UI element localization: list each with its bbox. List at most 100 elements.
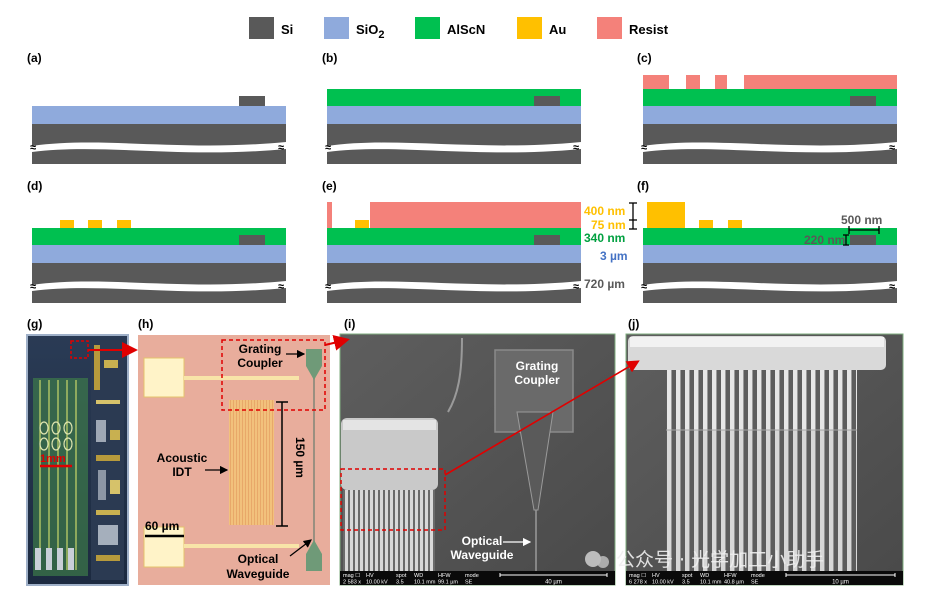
watermark: 公众号 · 光学加工小助手: [585, 549, 824, 571]
panel-label-f: (f): [637, 179, 649, 193]
legend-label-alscn: AlScN: [447, 22, 485, 37]
optical-bus-bottom: [184, 544, 299, 548]
semBarJ-header-5: mode: [751, 573, 765, 579]
stack-c-si-wave-upper: [643, 140, 897, 146]
stack-d-si-lower: [32, 288, 286, 303]
panel-label-h: (h): [138, 317, 153, 331]
stack-e-si-upper: [327, 263, 581, 279]
stack-f-au-1: [728, 220, 742, 228]
panel-labels: (a) (b) (c) (d) (e) (f) (g) (h) (i) (j): [27, 51, 652, 331]
stack-b-si-lower: [327, 149, 581, 164]
stack-e-resist-1: [370, 202, 581, 228]
sem-i-electrode-block: [341, 418, 438, 490]
stack-f: ≈≈: [641, 202, 897, 303]
stack-d-si-upper: [32, 263, 286, 279]
legend: Si SiO2 AlScN Au Resist: [249, 17, 669, 41]
chip-photo-border: [26, 334, 129, 586]
stack-b-break-left: ≈: [325, 142, 331, 154]
chip-device-region: [33, 378, 88, 576]
legend-label-au: Au: [549, 22, 566, 37]
optical-grating-dash-box: [221, 339, 326, 411]
semBarI-value-1: 10.00 kV: [366, 580, 388, 586]
semBarI-header-4: HFW: [438, 573, 451, 579]
wechat-icon: [585, 551, 601, 567]
optical-grating-bottom: [306, 540, 322, 571]
thickness-label-au: 400 nm: [584, 204, 625, 218]
thickness-label-sio2: 3 µm: [600, 249, 628, 263]
stack-f-si-core-top: [850, 235, 876, 245]
optical-bus-top: [184, 376, 299, 380]
stack-c-alscn: [643, 89, 897, 106]
chip-photo: 1mm: [26, 334, 129, 586]
stack-e-au-0: [355, 220, 369, 228]
stack-e: ≈≈: [325, 202, 581, 303]
watermark-text: 公众号 · 光学加工小助手: [616, 549, 824, 571]
semBarJ-header-1: HV: [652, 573, 660, 579]
optical-pad-top: [143, 357, 185, 398]
stack-e-resist-0: [327, 202, 332, 228]
panel-label-b: (b): [322, 51, 337, 65]
sem-i-bend-waveguide: [447, 337, 463, 413]
sem-j-electrode-shine: [630, 337, 884, 347]
stack-e-sio2: [327, 245, 581, 263]
stack-d-si-wave-upper: [32, 279, 286, 285]
panel-label-c: (c): [637, 51, 652, 65]
thickness-label-si: 720 µm: [584, 277, 625, 291]
semBarJ-header-2: spot: [682, 573, 693, 579]
semBarI-header-1: HV: [366, 573, 374, 579]
semBarI-header-3: WD: [414, 573, 423, 579]
stack-e-alscn: [327, 228, 581, 245]
semBarJ-header-3: WD: [700, 573, 709, 579]
semBarJ-scale-label: 10 µm: [832, 580, 849, 586]
stack-f-break-left: ≈: [641, 281, 647, 293]
panel-label-i: (i): [344, 317, 355, 331]
stack-e-si-lower: [327, 288, 581, 303]
semBarI-value-2: 3.5: [396, 580, 404, 586]
stack-f-si-upper: [643, 263, 897, 279]
chip-waveguide-lanes: [39, 380, 77, 570]
chip-bottom-pads: [35, 548, 74, 570]
panel-label-a: (a): [27, 51, 42, 65]
sem-i-taper: [516, 411, 554, 511]
stack-f-au-0: [699, 220, 713, 228]
semBarJ-value-4: 40.8 µm: [724, 580, 744, 586]
width-label-500nm: 500 nm: [841, 213, 882, 227]
stack-f-break-right: ≈: [889, 281, 895, 293]
stack-f-si-wave-upper: [643, 279, 897, 285]
stack-e-si-core-top: [534, 235, 560, 245]
optical-waveguide-arrow: [289, 539, 312, 557]
chip-right-circuitry: [91, 340, 124, 580]
thickness-label-alscn: 340 nm: [584, 231, 625, 245]
thickness-annotations: 400 nm 75 nm 340 nm 3 µm 720 µm 500 nm 2…: [584, 202, 882, 291]
stack-d-sio2: [32, 245, 286, 263]
cross-section-stacks: ≈≈≈≈≈≈≈≈≈≈≈≈: [30, 75, 897, 303]
stack-c-sio2: [643, 106, 897, 124]
optical-idt: [229, 400, 274, 525]
stack-c-resist-3: [744, 75, 897, 89]
semBarJ-value-0: 6 278 x: [629, 580, 647, 586]
stack-e-break-right: ≈: [573, 281, 579, 293]
stack-a-break-left: ≈: [30, 142, 36, 154]
optical-pad-bottom: [143, 526, 185, 568]
semBarI-header-2: spot: [396, 573, 407, 579]
stack-d: ≈≈: [30, 220, 286, 303]
stack-d-break-right: ≈: [278, 281, 284, 293]
stack-e-break-left: ≈: [325, 281, 331, 293]
sem-i-electrode-highlight: [343, 420, 436, 430]
stack-c-si-lower: [643, 149, 897, 164]
semBarJ-value-3: 10.1 mm: [700, 580, 722, 586]
semBarI-value-3: 10.1 mm: [414, 580, 436, 586]
legend-label-resist: Resist: [629, 22, 669, 37]
semBarI-value-4: 99.1 µm: [438, 580, 458, 586]
zoom-arrow-h-to-i: [324, 334, 350, 351]
stack-d-si-core-top: [239, 235, 265, 245]
stack-b-si-wave-upper: [327, 140, 581, 146]
semBarI-scale-label: 40 µm: [545, 580, 562, 586]
stack-a-si-upper: [32, 124, 286, 140]
